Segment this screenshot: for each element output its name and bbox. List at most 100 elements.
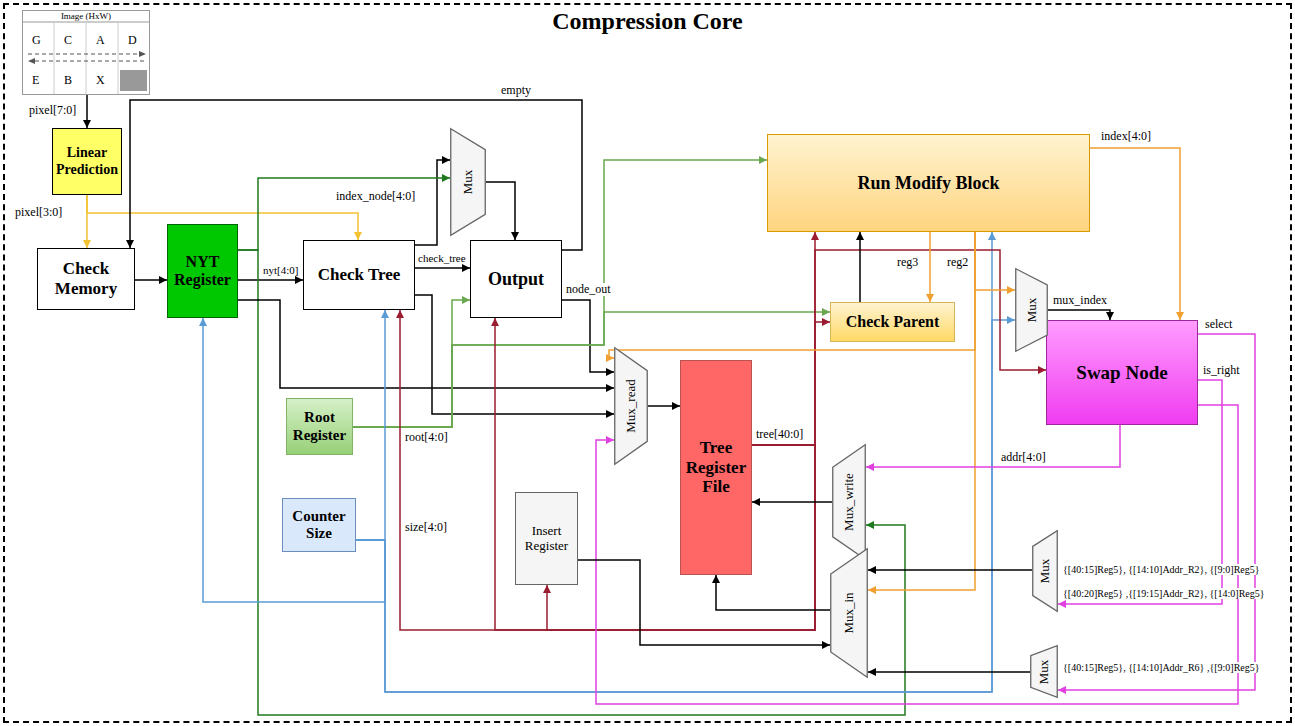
arrowhead <box>381 310 389 318</box>
connector <box>415 156 450 245</box>
connector-line <box>238 279 303 281</box>
connector <box>415 264 470 272</box>
arrowhead <box>759 156 767 164</box>
box-content: Linear Prediction <box>56 132 118 191</box>
mux-label: Mux_read <box>624 379 639 432</box>
pixel-letter: D <box>127 34 138 47</box>
signal-label: addr[4:0] <box>1000 451 1047 464</box>
connector <box>238 250 905 715</box>
signal-label: tree[40:0] <box>755 428 804 441</box>
pixel-letter: B <box>63 74 73 87</box>
signal-label: node_out <box>565 283 612 296</box>
signal-label: mux_index <box>1052 294 1108 307</box>
mux-shape <box>1033 531 1058 612</box>
connector-line <box>203 318 385 602</box>
mux-shape <box>831 549 868 678</box>
connector-line <box>752 322 830 445</box>
connector-line <box>486 182 515 240</box>
connector-line <box>356 232 992 692</box>
arrowhead <box>1007 286 1015 294</box>
signal-label: check_tree <box>417 252 467 264</box>
bit-field-label: {[40:20]Reg5} ,{[19:15]Addr_R2}, {[14:0]… <box>1062 588 1266 599</box>
connector-line <box>716 575 830 610</box>
connector-line <box>415 267 470 269</box>
connector <box>856 232 864 302</box>
connector <box>238 276 303 284</box>
arrowhead <box>606 436 614 444</box>
pixel-letter: C <box>63 34 73 47</box>
connector <box>199 318 385 602</box>
arrowhead <box>396 310 404 318</box>
connector-line <box>868 671 1030 673</box>
process-box: Counter Size <box>282 498 356 552</box>
signal-label: reg2 <box>946 256 969 269</box>
box-label: Check Tree <box>308 265 410 285</box>
box-label: Root Register <box>291 409 348 444</box>
pixel-letter: E <box>31 74 40 87</box>
connector-line <box>495 318 815 630</box>
pixel-letter: G <box>31 34 42 47</box>
box-content: Insert Register <box>520 497 573 580</box>
arrowhead <box>295 276 303 284</box>
connector <box>868 566 1032 574</box>
connector-line <box>859 232 861 302</box>
mux-label: Mux <box>1038 559 1053 584</box>
scan-arrowhead <box>139 51 146 57</box>
box-label: Insert Register <box>520 524 573 554</box>
grid-line <box>54 22 55 95</box>
connector <box>356 232 996 692</box>
image-box: Image (HxW) <box>22 10 150 95</box>
connector-line <box>238 250 905 715</box>
connector-line <box>752 250 1046 445</box>
box-content: NYT Register <box>172 229 233 313</box>
connector <box>752 498 832 506</box>
signal-label: root[4:0] <box>404 431 449 444</box>
process-box: Run Modify Block <box>767 134 1090 232</box>
arrowhead <box>868 668 876 676</box>
box-label: Swap Node <box>1051 362 1193 384</box>
grid-line <box>86 22 87 95</box>
arrowhead <box>672 402 680 410</box>
connector <box>491 318 815 630</box>
connector-line <box>975 232 1015 290</box>
mux-symbol: Mux_in <box>830 548 868 678</box>
mux-shape <box>1016 269 1048 352</box>
process-box: Insert Register <box>515 492 578 585</box>
box-label: Tree Register File <box>685 438 747 497</box>
mux-symbol: Mux <box>1032 530 1058 612</box>
core-title: Compression Core <box>0 8 1295 36</box>
arrowhead <box>868 566 876 574</box>
scan-arrow <box>34 61 144 62</box>
bit-field-label: {[40:15]Reg5}, {[14:10]Addr_R2}, {[9:0]R… <box>1062 564 1261 575</box>
box-content: Output <box>475 245 557 313</box>
arrowhead <box>491 318 499 326</box>
connector-line <box>400 310 815 630</box>
process-box: Check Parent <box>830 302 955 342</box>
arrowhead <box>511 232 519 240</box>
arrowhead <box>462 296 470 304</box>
pixel-letter: X <box>95 74 106 87</box>
connector <box>356 316 1015 692</box>
signal-label: index_node[4:0] <box>335 190 416 203</box>
arrowhead <box>354 232 362 240</box>
mux-label: Mux <box>1024 298 1039 323</box>
connector <box>926 232 934 302</box>
connector <box>606 232 975 362</box>
arrowhead <box>866 463 874 471</box>
box-content: Check Parent <box>835 307 950 337</box>
arrowhead <box>822 318 830 326</box>
process-box: Tree Register File <box>680 360 752 575</box>
box-label: Linear Prediction <box>56 145 118 177</box>
signal-label: reg3 <box>896 256 919 269</box>
process-box: Root Register <box>286 398 353 455</box>
mux-label: Mux_write <box>842 473 857 531</box>
connector <box>648 402 680 410</box>
mux-shape <box>451 129 486 236</box>
box-content: Counter Size <box>287 503 351 547</box>
connector-line <box>929 232 931 302</box>
signal-label: pixel[3:0] <box>14 206 63 219</box>
box-content: Run Modify Block <box>772 139 1085 227</box>
arrowhead <box>822 308 830 316</box>
arrowhead <box>83 120 91 128</box>
